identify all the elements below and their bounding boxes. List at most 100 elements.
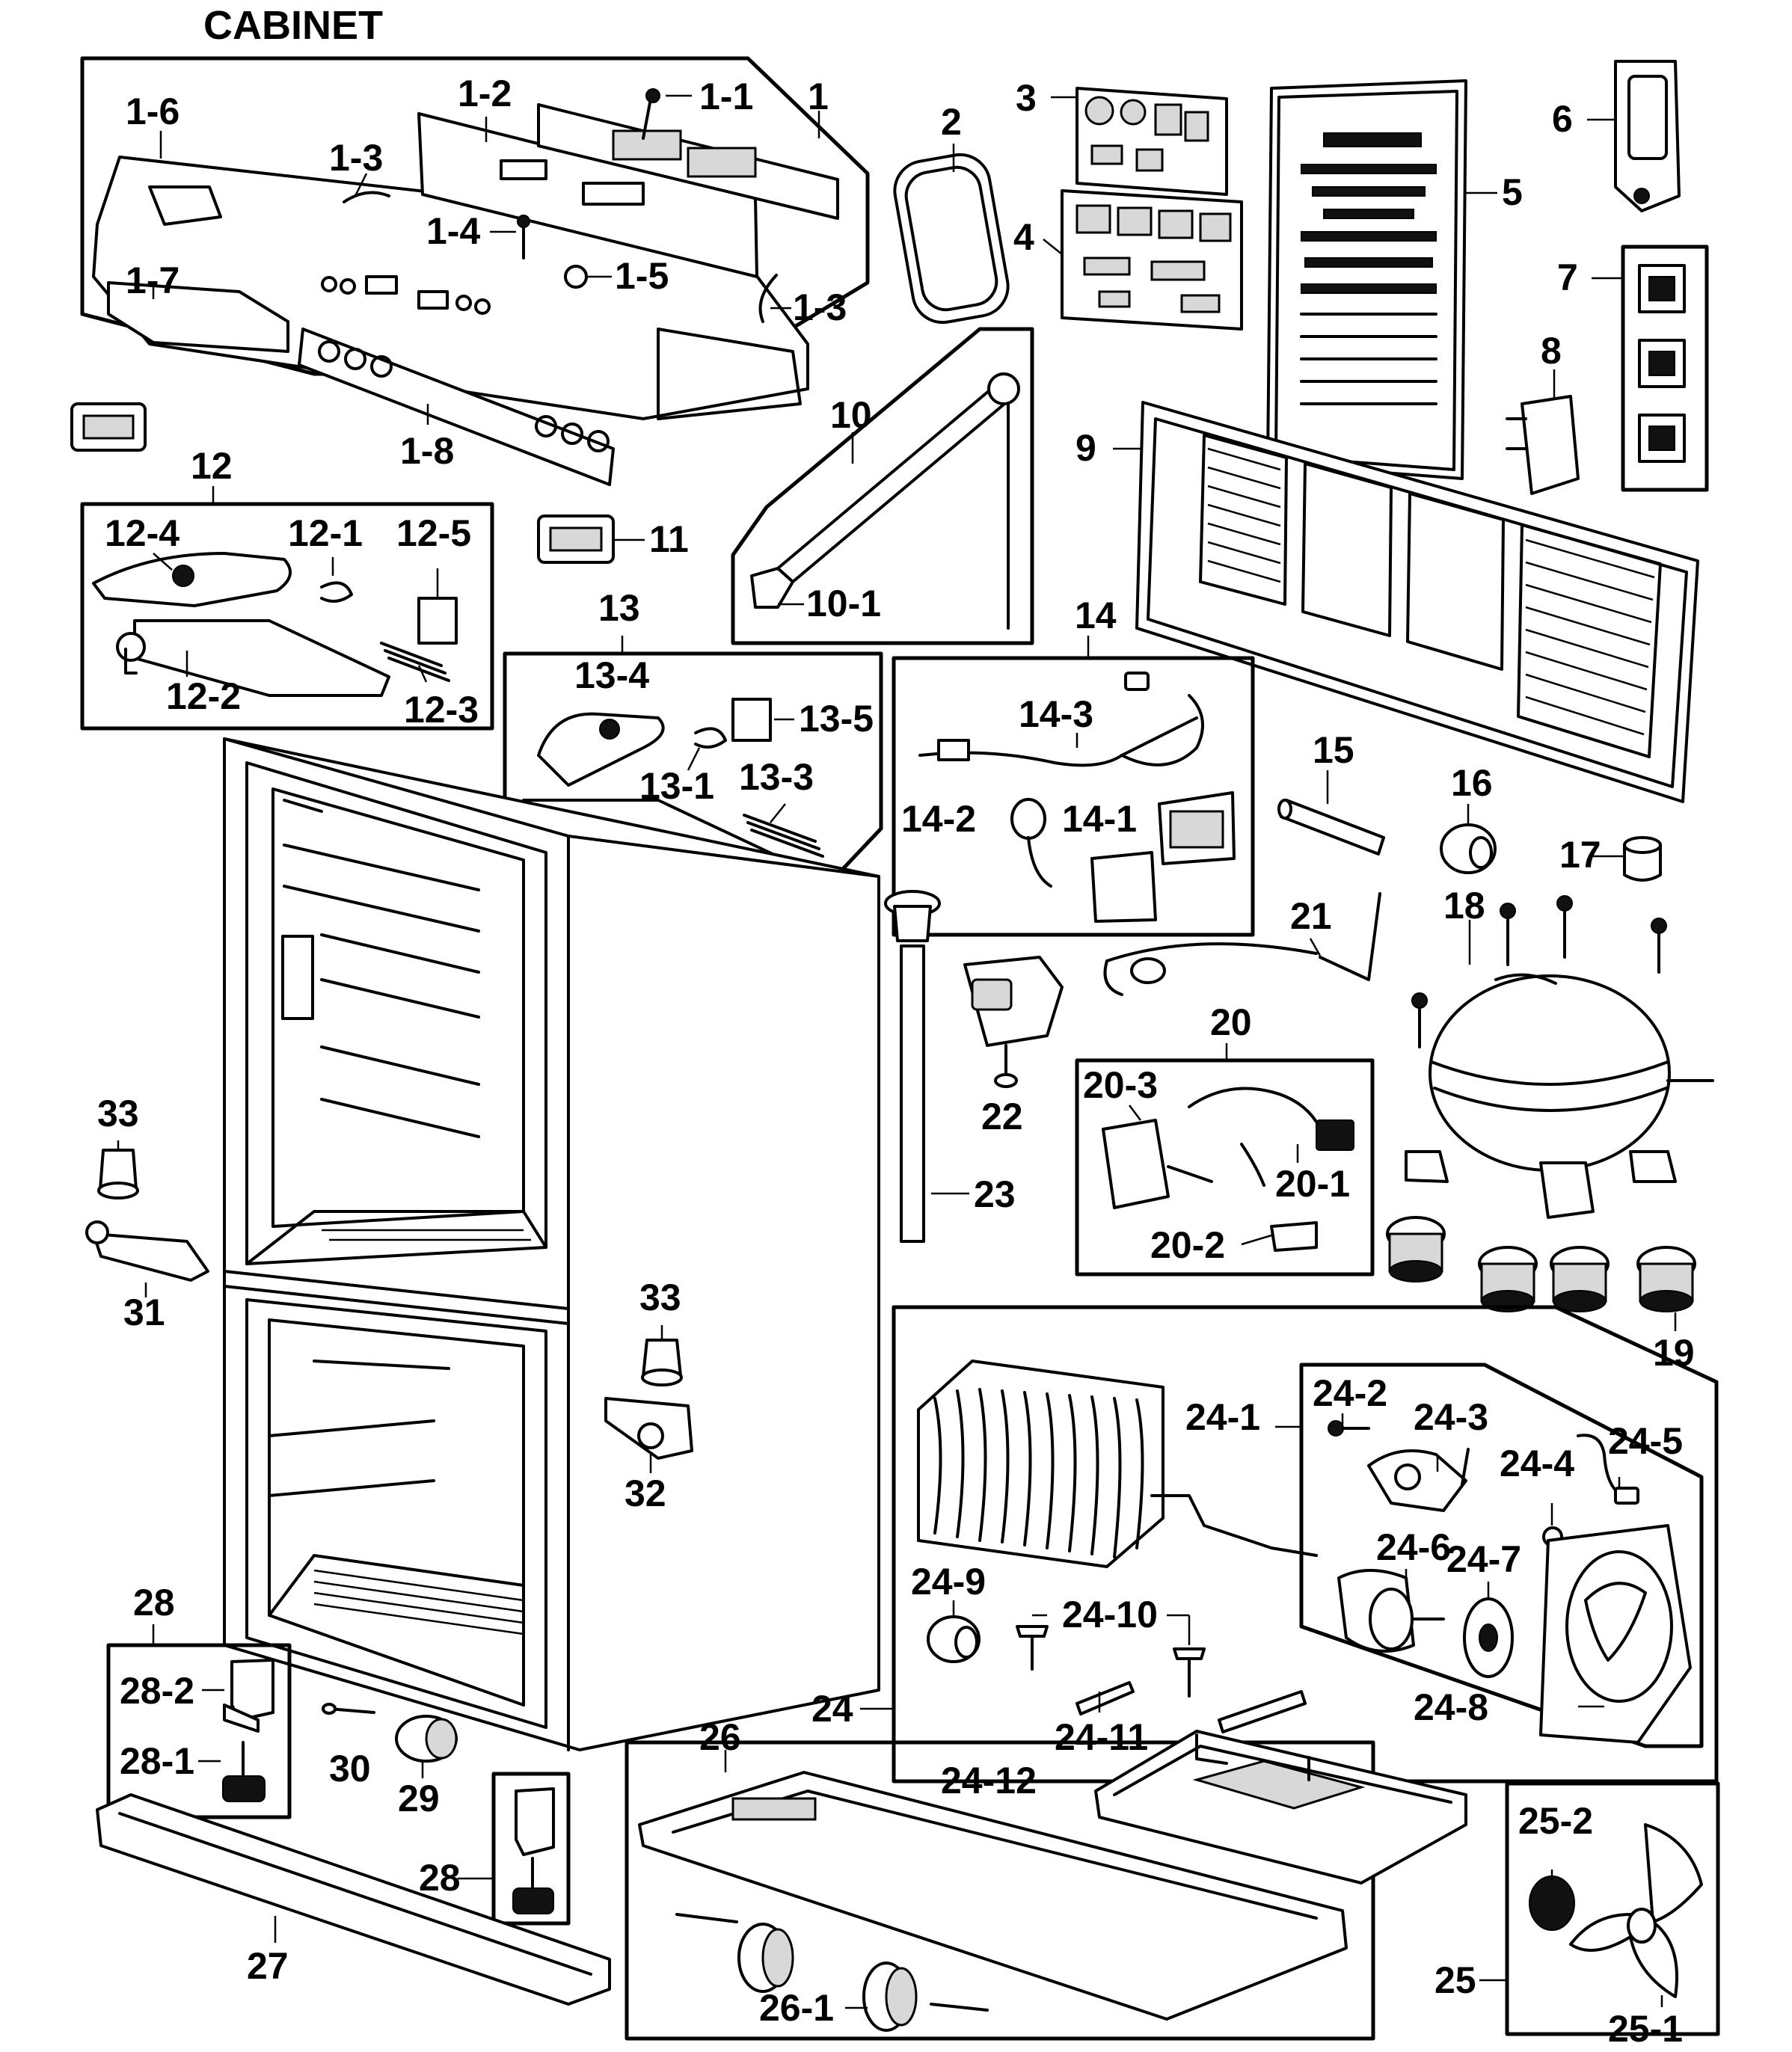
group-1-control-assembly (80, 56, 870, 486)
part-33-right-cap (641, 1325, 683, 1386)
label-2: 2 (941, 101, 962, 143)
part-10-duct (731, 327, 1034, 645)
label-28-top: 28 (133, 1582, 175, 1624)
part-2-gasket (893, 144, 1010, 325)
part-6-bracket (1587, 60, 1681, 212)
part-16-cap (1440, 804, 1497, 874)
part-8-clip (1506, 369, 1580, 495)
part-30-pin (322, 1703, 375, 1715)
group-12-hinge (80, 486, 494, 731)
part-22-valve (963, 956, 1064, 1088)
label-17: 17 (1559, 834, 1601, 876)
label-12-3: 12-3 (404, 689, 479, 731)
label-20-1: 20-1 (1275, 1163, 1350, 1205)
label-15: 15 (1313, 729, 1354, 771)
label-25-1: 25-1 (1608, 2008, 1683, 2050)
label-1-6: 1-6 (126, 90, 179, 132)
label-24-3: 24-3 (1414, 1396, 1488, 1438)
part-17-cap (1593, 836, 1662, 882)
label-25: 25 (1434, 1959, 1476, 2001)
label-14-2: 14-2 (901, 798, 976, 840)
part-19-grommets (1386, 1216, 1696, 1331)
label-9: 9 (1075, 427, 1096, 469)
label-32: 32 (625, 1472, 666, 1514)
label-28-bottom: 28 (419, 1857, 461, 1899)
part-15-tube (1277, 770, 1385, 855)
label-25-2: 25-2 (1518, 1800, 1593, 1842)
label-6: 6 (1552, 98, 1573, 140)
small-bracket-part (70, 402, 147, 452)
label-18: 18 (1443, 885, 1485, 927)
page-title: CABINET (203, 3, 383, 48)
label-33-left: 33 (97, 1093, 139, 1134)
part-29-roller (395, 1715, 458, 1778)
label-7: 7 (1557, 256, 1578, 298)
label-28-1: 28-1 (120, 1740, 194, 1782)
label-24: 24 (811, 1688, 853, 1730)
part-23-pipe (884, 890, 969, 1243)
label-24-6: 24-6 (1376, 1526, 1451, 1568)
part-5-caution-cover (1266, 79, 1497, 480)
part-21-capillary (1103, 892, 1381, 996)
label-13-3: 13-3 (739, 756, 814, 798)
label-24-2: 24-2 (1313, 1372, 1387, 1414)
compressor-bolts (1411, 895, 1667, 1048)
label-23: 23 (974, 1173, 1016, 1215)
label-24-8: 24-8 (1414, 1686, 1488, 1728)
label-27: 27 (247, 1945, 289, 1987)
label-10: 10 (830, 394, 872, 436)
part-3-pcb (1051, 87, 1228, 196)
part-28-lower-leg (458, 1772, 571, 1926)
label-21: 21 (1290, 895, 1332, 937)
label-1-8: 1-8 (400, 430, 454, 472)
label-1-7: 1-7 (126, 259, 179, 301)
label-24-1: 24-1 (1185, 1396, 1260, 1438)
label-30: 30 (329, 1748, 371, 1790)
label-26: 26 (699, 1716, 741, 1758)
part-32-hinge (604, 1397, 693, 1473)
label-14: 14 (1075, 595, 1117, 636)
label-1-4: 1-4 (426, 210, 480, 252)
part-18-compressor (1405, 895, 1714, 1219)
label-1-3-top: 1-3 (329, 137, 383, 179)
part-33-left-cap (97, 1140, 139, 1199)
label-1-2: 1-2 (458, 73, 512, 114)
label-24-7: 24-7 (1446, 1538, 1521, 1580)
label-13-1: 13-1 (639, 765, 714, 807)
label-24-11: 24-11 (1055, 1716, 1148, 1758)
group-25-fan-blade (1479, 1781, 1720, 2036)
label-14-3: 14-3 (1019, 693, 1093, 735)
label-31: 31 (123, 1291, 165, 1333)
part-24-12-drain-tray (1061, 1730, 1467, 1884)
push-pins (1016, 1625, 1206, 1698)
part-4-pcb (1043, 189, 1243, 331)
group-14-harness (892, 636, 1255, 937)
label-1: 1 (808, 76, 829, 117)
label-24-4: 24-4 (1500, 1443, 1574, 1484)
label-5: 5 (1502, 171, 1523, 213)
group-26-base-plate (625, 1740, 1375, 2041)
label-29: 29 (398, 1778, 440, 1819)
label-22: 22 (981, 1096, 1023, 1137)
part-11-bracket (537, 514, 645, 564)
label-12-1: 12-1 (288, 512, 363, 554)
label-24-12: 24-12 (941, 1760, 1037, 1801)
label-24-9: 24-9 (911, 1561, 986, 1603)
label-13-5: 13-5 (799, 698, 874, 740)
label-12-5: 12-5 (396, 512, 471, 554)
label-13-4: 13-4 (574, 654, 649, 696)
label-12-2: 12-2 (166, 675, 241, 717)
part-9-rear-panel (1113, 401, 1699, 803)
label-20: 20 (1210, 1001, 1252, 1043)
label-3: 3 (1016, 77, 1037, 119)
label-14-1: 14-1 (1062, 798, 1137, 840)
label-24-5: 24-5 (1608, 1420, 1683, 1462)
label-20-3: 20-3 (1083, 1064, 1158, 1106)
label-1-1: 1-1 (699, 76, 753, 117)
label-12-4: 12-4 (105, 512, 179, 554)
label-20-2: 20-2 (1150, 1224, 1225, 1266)
label-33-right: 33 (639, 1277, 681, 1318)
label-24-10: 24-10 (1062, 1594, 1158, 1635)
